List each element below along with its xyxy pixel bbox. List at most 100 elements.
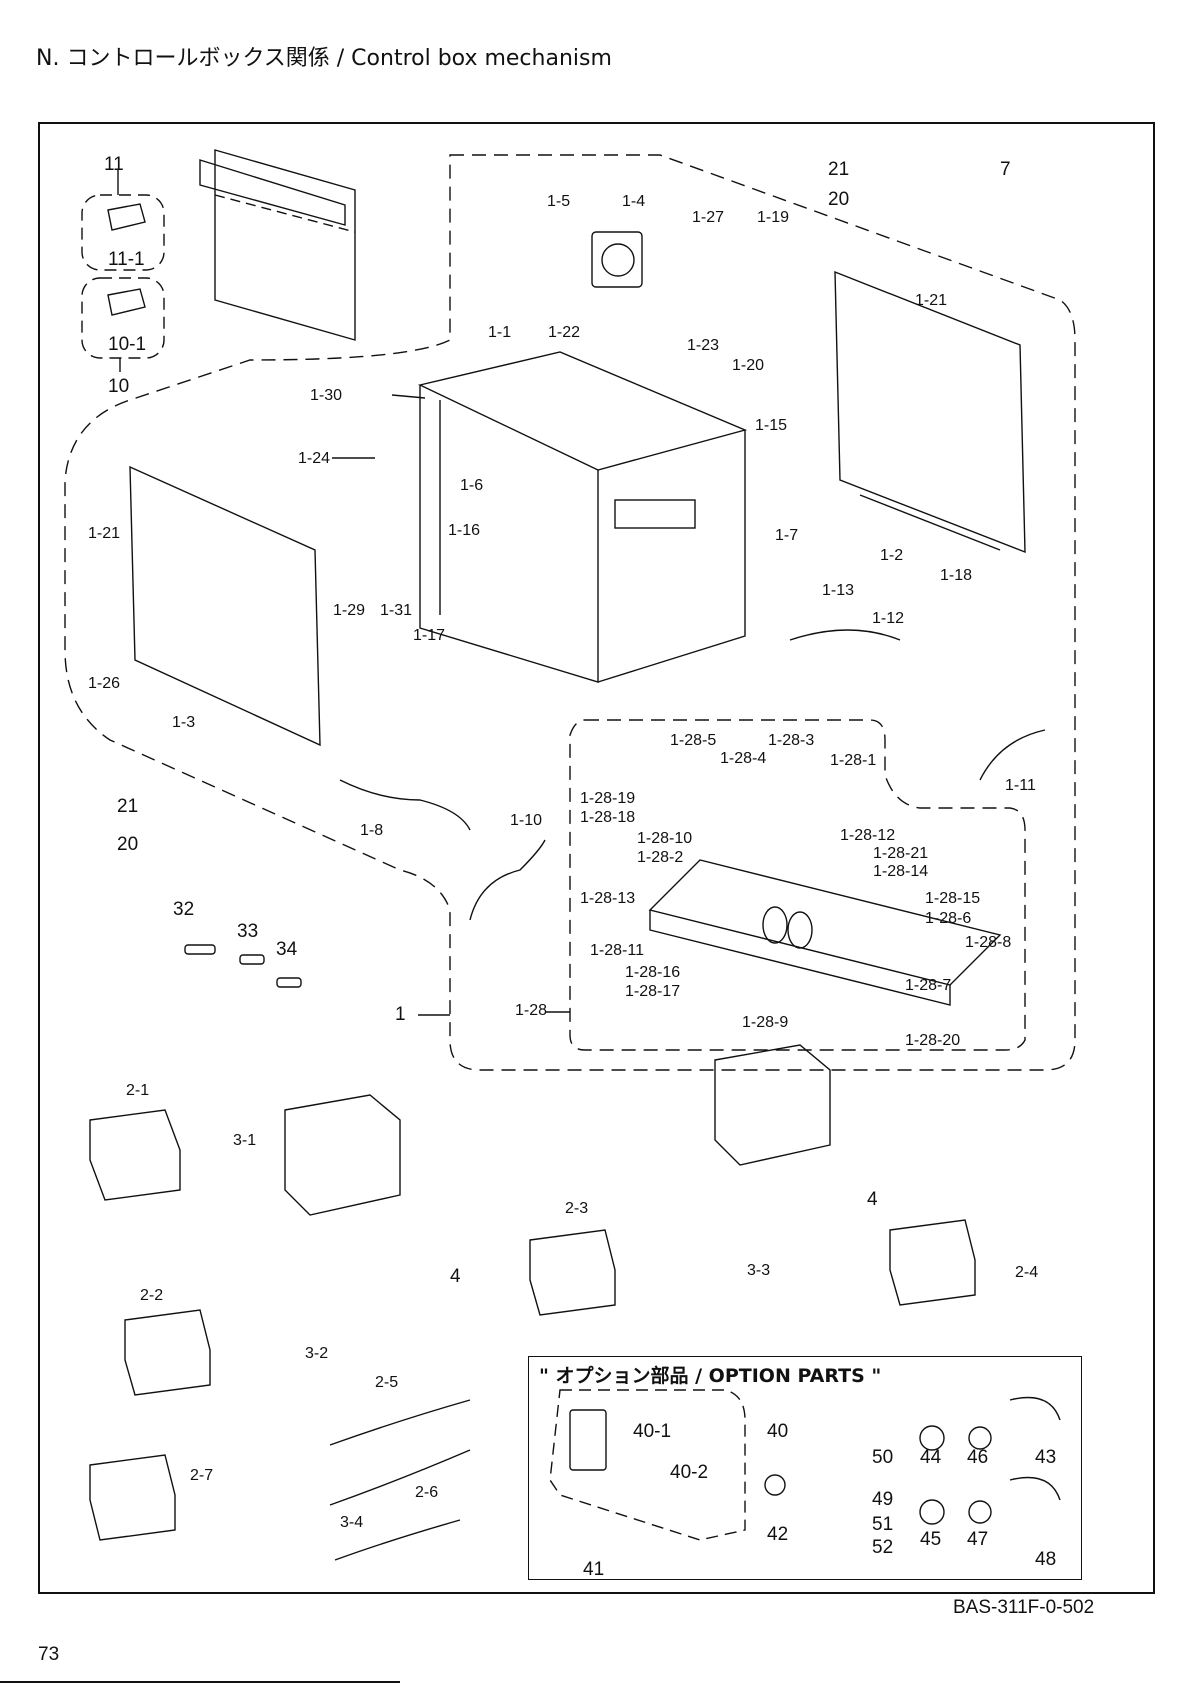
label-1-4: 1-4 bbox=[622, 193, 645, 210]
label-3-1: 3-1 bbox=[233, 1132, 256, 1149]
label-32: 32 bbox=[173, 899, 194, 920]
label-43: 43 bbox=[1035, 1447, 1056, 1468]
label-1-28: 1-28 bbox=[515, 1002, 547, 1019]
label-1-28-15: 1-28-15 bbox=[925, 890, 980, 907]
label-50: 50 bbox=[872, 1447, 893, 1468]
option-part-48 bbox=[1009, 1476, 1061, 1501]
label-10: 10 bbox=[108, 376, 129, 397]
label-1-28-18: 1-28-18 bbox=[580, 809, 635, 826]
label-1-28-4: 1-28-4 bbox=[720, 750, 766, 767]
label-1-28-2: 1-28-2 bbox=[637, 849, 683, 866]
label-1-18: 1-18 bbox=[940, 567, 972, 584]
harness-1-10 bbox=[469, 839, 546, 921]
label-1-28-11: 1-28-11 bbox=[590, 942, 644, 959]
label-1-28-6: 1-28-6 bbox=[925, 910, 971, 927]
label-1-8: 1-8 bbox=[360, 822, 383, 839]
control-box-body bbox=[417, 351, 748, 471]
label-4-left: 4 bbox=[450, 1266, 461, 1287]
label-33: 33 bbox=[237, 921, 258, 942]
label-40: 40 bbox=[767, 1421, 788, 1442]
label-1: 1 bbox=[395, 1004, 406, 1025]
label-1-28-21: 1-28-21 bbox=[873, 845, 928, 862]
option-part-40-1 bbox=[569, 1409, 607, 1471]
label-1-28-8: 1-28-8 bbox=[965, 934, 1011, 951]
label-34: 34 bbox=[276, 939, 298, 960]
label-1-5: 1-5 bbox=[547, 193, 570, 210]
option-part-45 bbox=[919, 1499, 945, 1525]
label-46: 46 bbox=[967, 1447, 988, 1468]
group-outline-11 bbox=[81, 194, 165, 271]
label-1-28-3: 1-28-3 bbox=[768, 732, 814, 749]
label-44: 44 bbox=[920, 1447, 942, 1468]
label-1-24: 1-24 bbox=[298, 450, 330, 467]
harness-1-12 bbox=[789, 629, 901, 641]
outlet-box-2-3 bbox=[529, 1229, 616, 1316]
label-3-2: 3-2 bbox=[305, 1345, 328, 1362]
label-1-28-12: 1-28-12 bbox=[840, 827, 895, 844]
option-part-46 bbox=[968, 1426, 992, 1450]
label-1-28-13: 1-28-13 bbox=[580, 890, 635, 907]
label-1-21-right: 1-21 bbox=[915, 292, 947, 309]
label-47: 47 bbox=[967, 1529, 988, 1550]
label-3-3: 3-3 bbox=[747, 1262, 770, 1279]
label-1-30: 1-30 bbox=[310, 387, 342, 404]
label-1-10: 1-10 bbox=[510, 812, 542, 829]
label-11-1: 11-1 bbox=[108, 249, 145, 270]
group-outline-1 bbox=[64, 154, 1076, 1071]
outlet-box-2-1 bbox=[89, 1109, 181, 1201]
label-1-28-5: 1-28-5 bbox=[670, 732, 716, 749]
diagram-frame bbox=[38, 122, 1155, 1594]
page-title: N. コントロールボックス関係 / Control box mechanism bbox=[36, 46, 612, 71]
outlet-box-2-2 bbox=[124, 1309, 211, 1396]
label-1-15: 1-15 bbox=[755, 417, 787, 434]
outlet-box-2-7 bbox=[89, 1454, 176, 1541]
label-40-1: 40-1 bbox=[633, 1421, 671, 1442]
label-11: 11 bbox=[104, 154, 124, 175]
label-1-28-14: 1-28-14 bbox=[873, 863, 928, 880]
cable-2-5 bbox=[329, 1399, 471, 1446]
label-1-29: 1-29 bbox=[333, 602, 365, 619]
label-21-left: 21 bbox=[117, 796, 138, 817]
cooling-fan bbox=[591, 231, 643, 288]
page-bottom-rule bbox=[0, 1681, 400, 1683]
label-45: 45 bbox=[920, 1529, 941, 1550]
label-42: 42 bbox=[767, 1524, 788, 1545]
pcb-connector-11 bbox=[107, 203, 146, 231]
label-41: 41 bbox=[583, 1559, 604, 1580]
option-parts-title: " オプション部品 / OPTION PARTS " bbox=[539, 1365, 882, 1387]
label-48: 48 bbox=[1035, 1549, 1056, 1570]
label-2-2: 2-2 bbox=[140, 1287, 163, 1304]
label-40-2: 40-2 bbox=[670, 1462, 708, 1483]
transformer-1 bbox=[284, 1094, 401, 1216]
page-number: 73 bbox=[38, 1644, 60, 1665]
label-1-28-17: 1-28-17 bbox=[625, 983, 680, 1000]
option-part-43 bbox=[1009, 1396, 1061, 1421]
label-1-28-10: 1-28-10 bbox=[637, 830, 692, 847]
label-1-28-20: 1-28-20 bbox=[905, 1032, 960, 1049]
label-1-6: 1-6 bbox=[460, 477, 483, 494]
label-1-11: 1-11 bbox=[1005, 777, 1036, 794]
label-2-3: 2-3 bbox=[565, 1200, 588, 1217]
pcb-board-10-11 bbox=[214, 149, 356, 341]
label-1-17: 1-17 bbox=[413, 627, 445, 644]
label-1-16: 1-16 bbox=[448, 522, 480, 539]
label-1-31: 1-31 bbox=[380, 602, 412, 619]
label-1-21-left: 1-21 bbox=[88, 525, 120, 542]
label-1-3: 1-3 bbox=[172, 714, 195, 731]
left-cover-panel bbox=[129, 465, 321, 747]
cable-3-4 bbox=[334, 1519, 461, 1561]
transformer-2 bbox=[714, 1044, 831, 1166]
label-1-19: 1-19 bbox=[757, 209, 789, 226]
label-51: 51 bbox=[872, 1514, 893, 1535]
label-2-1: 2-1 bbox=[126, 1082, 149, 1099]
label-1-7: 1-7 bbox=[775, 527, 798, 544]
label-1-23: 1-23 bbox=[687, 337, 719, 354]
option-parts-box: " オプション部品 / OPTION PARTS " bbox=[528, 1356, 1082, 1580]
label-1-28-19: 1-28-19 bbox=[580, 790, 635, 807]
label-1-20: 1-20 bbox=[732, 357, 764, 374]
label-52: 52 bbox=[872, 1537, 893, 1558]
label-49: 49 bbox=[872, 1489, 893, 1510]
outlet-box-2-4 bbox=[889, 1219, 976, 1306]
label-2-5: 2-5 bbox=[375, 1374, 398, 1391]
label-2-6: 2-6 bbox=[415, 1484, 438, 1501]
